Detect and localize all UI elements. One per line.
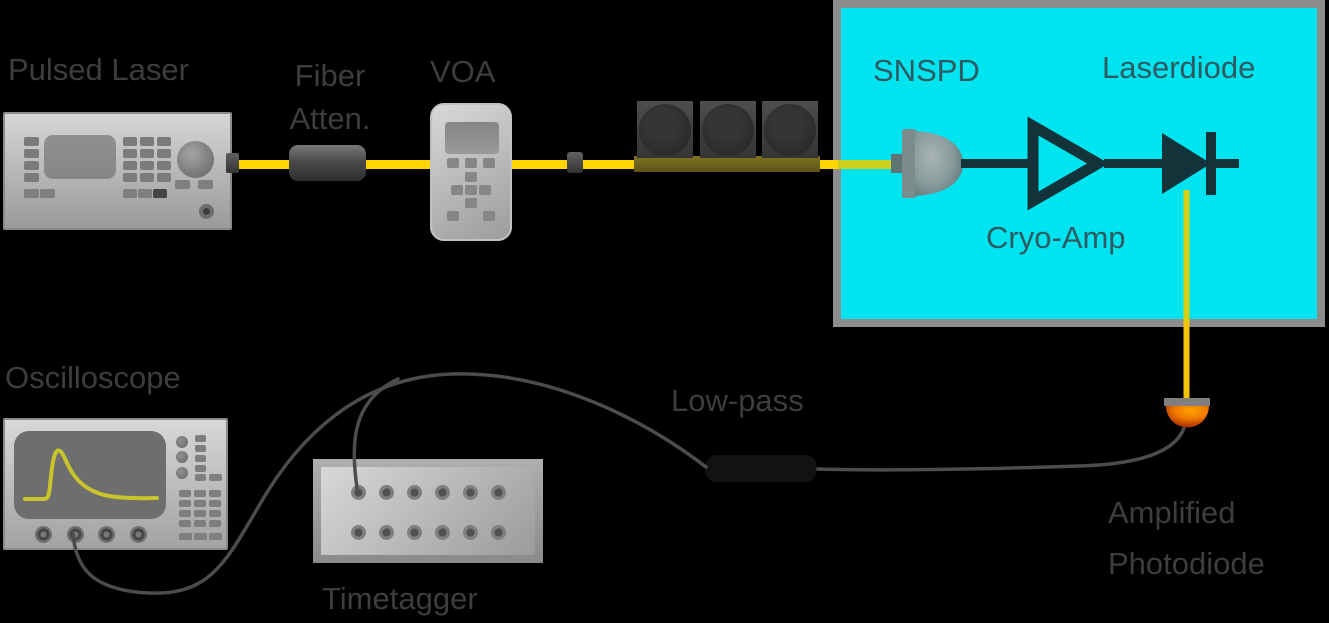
laser-button-dark: [153, 189, 167, 198]
laser-knob: [177, 141, 214, 178]
cable-photodiode-to-lowpass: [816, 426, 1186, 472]
voa-device: [430, 103, 512, 241]
fiber-down-outside: [1183, 322, 1190, 402]
timetagger-label: Timetagger: [322, 581, 478, 616]
laserdiode-label: Laserdiode: [1102, 50, 1256, 85]
pulsed-laser-label: Pulsed Laser: [8, 52, 189, 87]
voa-label: VOA: [430, 54, 496, 89]
scope-bnc-connector: [98, 526, 115, 543]
laser-left-buttons: [24, 137, 39, 182]
voa-button: [465, 158, 477, 168]
laser-button: [175, 180, 190, 189]
voa-nav-left: [451, 185, 463, 195]
cryo-amp-label: Cryo-Amp: [986, 220, 1126, 255]
fiber-line-in-cryostat: [838, 160, 900, 169]
timetagger-panel: [321, 467, 535, 555]
fiber-down-in-cryostat: [1183, 190, 1190, 322]
pulse-trace: [23, 448, 159, 501]
low-pass-label: Low-pass: [671, 383, 804, 418]
laser-output-connector: [226, 153, 239, 173]
scope-bottom-buttons: [179, 533, 222, 540]
scope-knob: [176, 467, 188, 479]
cryo-amp-icon: [1027, 116, 1110, 211]
scope-button: [195, 474, 206, 481]
scope-keypad: [179, 490, 221, 527]
fiber-connector: [567, 152, 583, 173]
laserdiode-icon: [1162, 133, 1211, 194]
laser-keypad: [123, 137, 171, 182]
snspd-mount-plate: [902, 129, 916, 198]
fiber-attenuator-icon: [289, 145, 366, 181]
snspd-fiber-stub: [891, 154, 905, 173]
voa-nav-down: [465, 198, 477, 208]
oscilloscope-label: Oscilloscope: [5, 360, 181, 395]
fiber-atten-label: Fiber Atten.: [289, 58, 371, 136]
oscilloscope-screen: [14, 431, 166, 519]
voa-button: [483, 158, 495, 168]
oscilloscope-device: [3, 418, 228, 550]
pulsed-laser-device: [3, 112, 232, 230]
snspd-detector-icon: [915, 131, 963, 196]
scope-knob: [176, 451, 188, 463]
laser-button: [123, 189, 137, 198]
timetagger-ports: [351, 485, 506, 540]
low-pass-filter-icon: [705, 455, 817, 482]
amplified-photodiode-label: Amplified Photodiode: [1108, 495, 1265, 581]
amplified-photodiode-icon: [1166, 406, 1209, 428]
laser-display: [44, 135, 116, 179]
voa-nav-center: [465, 185, 477, 195]
fiber-spool-icon: [762, 101, 818, 158]
voa-nav-up: [465, 172, 477, 182]
scope-knob: [176, 436, 188, 448]
fiber-spool-icon: [700, 101, 756, 158]
snspd-label: SNSPD: [873, 53, 980, 88]
scope-bnc-connector: [67, 526, 84, 543]
scope-bnc-connector: [35, 526, 52, 543]
laserdiode-cathode-bar: [1206, 132, 1216, 195]
photodiode-cap: [1164, 398, 1210, 406]
voa-button: [483, 211, 495, 221]
fiber-spool-icon: [637, 101, 693, 158]
laser-jack: [199, 204, 214, 219]
fiber-line: [230, 160, 843, 169]
scope-bnc-connector: [130, 526, 147, 543]
timetagger-device: [313, 459, 543, 563]
voa-button: [447, 211, 459, 221]
laser-button: [40, 189, 55, 198]
wound-fiber-bar: [634, 156, 820, 172]
laser-button: [138, 189, 152, 198]
laser-button: [198, 180, 213, 189]
scope-button: [209, 474, 222, 481]
laser-button: [24, 189, 39, 198]
voa-display: [445, 122, 499, 154]
voa-button: [447, 158, 459, 168]
voa-nav-right: [479, 185, 491, 195]
scope-side-buttons: [195, 435, 206, 472]
